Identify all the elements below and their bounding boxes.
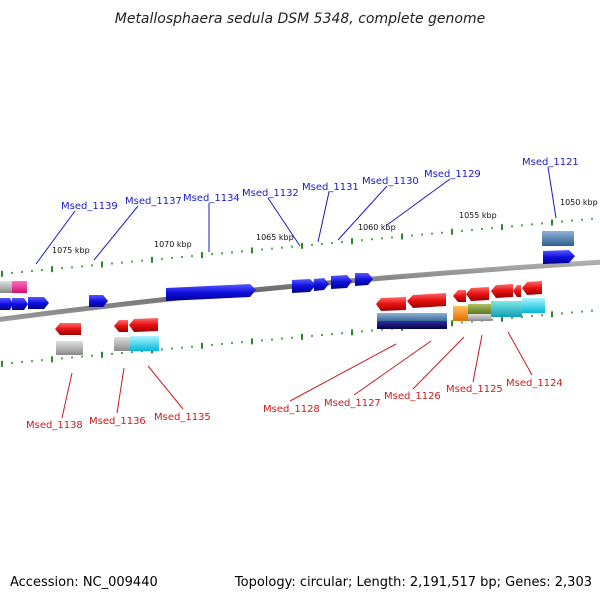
gene-label-msed-1138[interactable]: Msed_1138 <box>26 420 83 431</box>
gene-block <box>542 231 574 246</box>
scale-label-1055: 1055 kbp <box>459 211 497 220</box>
scale-ticks-upper <box>1 217 593 277</box>
gene-arrow <box>292 279 316 293</box>
leader-line <box>289 343 397 402</box>
gene-arrow <box>466 287 489 301</box>
leader-line <box>116 367 125 414</box>
gene-arrow <box>129 318 158 332</box>
gene-arrow <box>55 323 81 335</box>
gene-label-msed-1132[interactable]: Msed_1132 <box>242 188 299 199</box>
gene-block <box>377 321 447 329</box>
gene-arrow <box>28 297 49 309</box>
gene-block <box>491 301 522 317</box>
gene-arrow <box>355 273 373 286</box>
gene-block <box>130 336 159 351</box>
gene-label-msed-1127[interactable]: Msed_1127 <box>324 398 381 409</box>
gene-block <box>56 341 83 355</box>
gene-arrow <box>331 275 352 289</box>
gene-arrow <box>522 281 542 295</box>
gene-block <box>453 306 468 321</box>
gene-arrow <box>376 297 406 311</box>
gene-arrow <box>513 285 521 297</box>
gene-label-msed-1125[interactable]: Msed_1125 <box>446 384 503 395</box>
leader-line <box>353 340 432 396</box>
topology-text: Topology: circular; Length: 2,191,517 bp… <box>234 575 592 590</box>
top-gene-labels <box>35 166 557 265</box>
gene-block <box>522 298 545 313</box>
scale-label-1065: 1065 kbp <box>256 233 294 242</box>
gene-block <box>12 281 27 293</box>
gene-arrow <box>114 320 128 332</box>
scale-label-1060: 1060 kbp <box>358 223 396 232</box>
gene-label-msed-1134[interactable]: Msed_1134 <box>183 193 240 204</box>
gene-label-msed-1128[interactable]: Msed_1128 <box>263 404 320 415</box>
gene-arrow <box>543 250 575 264</box>
leader-line <box>61 372 73 419</box>
gene-label-msed-1124[interactable]: Msed_1124 <box>506 378 563 389</box>
reverse-strand-genes <box>55 281 545 355</box>
map-title: Metallosphaera sedula DSM 5348, complete… <box>115 11 485 27</box>
leader-line <box>547 166 557 219</box>
gene-label-msed-1136[interactable]: Msed_1136 <box>89 416 146 427</box>
scale-ticks-lower <box>1 309 593 367</box>
gene-label-msed-1135[interactable]: Msed_1135 <box>154 412 211 423</box>
leader-line <box>267 197 301 247</box>
scale-label-1050: 1050 kbp <box>560 198 598 207</box>
gene-arrow <box>0 298 13 310</box>
leader-line <box>337 185 388 241</box>
leader-line <box>412 336 465 390</box>
gene-arrow <box>491 284 513 298</box>
leader-line <box>93 205 139 261</box>
leader-line <box>472 334 483 383</box>
gene-block <box>377 313 447 322</box>
leader-line <box>507 331 533 376</box>
bottom-gene-labels <box>61 331 533 419</box>
gene-label-msed-1130[interactable]: Msed_1130 <box>362 176 419 187</box>
gene-arrow <box>166 284 256 301</box>
gene-block <box>468 304 491 314</box>
gene-label-msed-1129[interactable]: Msed_1129 <box>424 169 481 180</box>
gene-label-msed-1139[interactable]: Msed_1139 <box>61 201 118 212</box>
gene-arrow <box>12 298 28 310</box>
leader-line <box>317 191 330 243</box>
leader-line <box>386 178 451 226</box>
gene-arrow <box>89 295 108 307</box>
gene-arrow <box>407 293 446 308</box>
gene-label-msed-1126[interactable]: Msed_1126 <box>384 391 441 402</box>
forward-strand-genes <box>0 231 575 310</box>
gene-label-msed-1131[interactable]: Msed_1131 <box>302 182 359 193</box>
gene-block <box>0 281 12 293</box>
scale-label-1070: 1070 kbp <box>154 240 192 249</box>
leader-line <box>147 365 184 410</box>
scale-label-1075: 1075 kbp <box>52 246 90 255</box>
gene-arrow <box>453 290 466 302</box>
gene-label-msed-1121[interactable]: Msed_1121 <box>522 157 579 168</box>
gene-block <box>468 314 491 321</box>
gene-label-msed-1137[interactable]: Msed_1137 <box>125 196 182 207</box>
gene-block <box>114 337 130 351</box>
accession-text: Accession: NC_009440 <box>10 575 158 590</box>
leader-line <box>35 210 76 265</box>
gene-arrow <box>314 278 329 291</box>
